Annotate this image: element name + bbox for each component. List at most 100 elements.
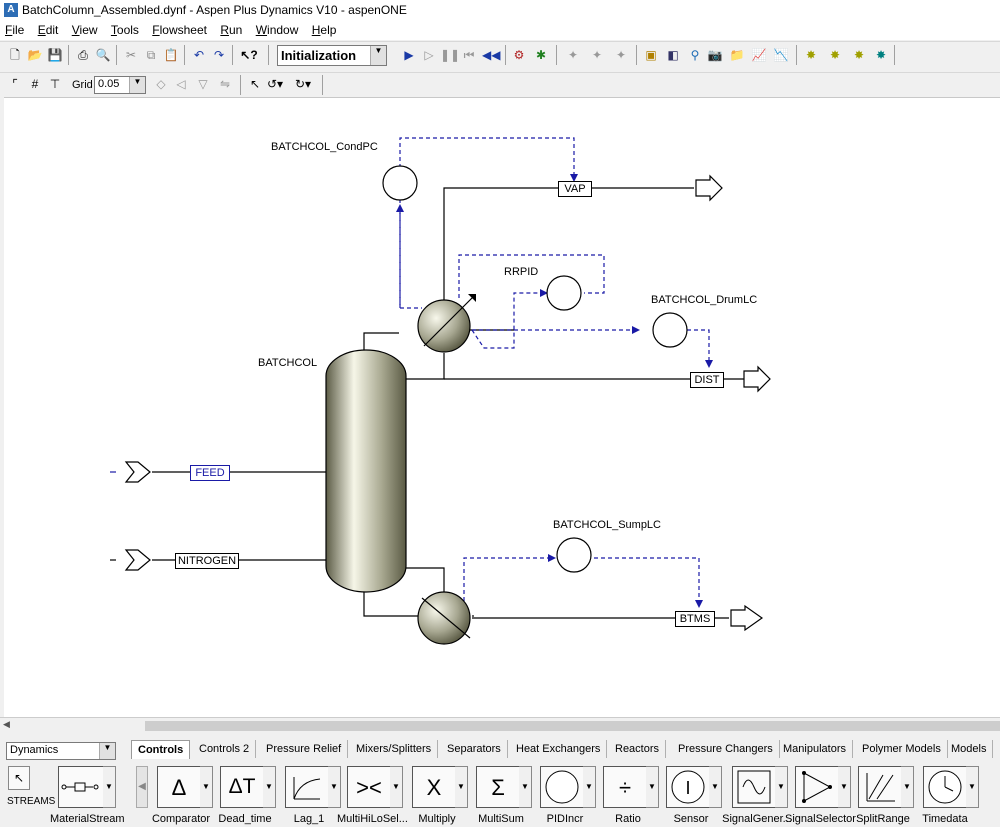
palette-item-pidincr-dropdown[interactable]: ▼ <box>583 766 596 808</box>
mirror-icon[interactable]: ▽ <box>194 75 212 93</box>
grid-icon[interactable]: # <box>26 75 44 93</box>
palette-item-dead-time-dropdown[interactable]: ▼ <box>263 766 276 808</box>
palette-item-timedata-dropdown[interactable]: ▼ <box>966 766 979 808</box>
palette-item-comparator[interactable]: Δ <box>157 766 201 808</box>
redo-icon[interactable]: ↷ <box>210 46 228 64</box>
palette-item-dead-time[interactable]: ΔT <box>220 766 264 808</box>
tab-pressure-relief[interactable]: Pressure Relief <box>260 740 348 758</box>
tab-reactors[interactable]: Reactors <box>609 740 666 758</box>
new-file-icon[interactable]: 🗋 <box>6 46 24 64</box>
streams-pointer-button[interactable]: ↖ <box>8 766 30 790</box>
flip-icon[interactable]: ◇ <box>152 75 170 93</box>
palette-item-ratio-dropdown[interactable]: ▼ <box>646 766 659 808</box>
print-preview-icon[interactable]: 🔍 <box>94 46 112 64</box>
block-label-condpc[interactable]: BATCHCOL_CondPC <box>271 141 378 153</box>
snapshot-icon[interactable]: ✦ <box>564 46 582 64</box>
variable-find-icon[interactable]: ◧ <box>664 46 682 64</box>
flowsheet-canvas[interactable]: VAP DIST FEED NITROGEN BTMS BATCHCOL_Con… <box>4 97 1000 718</box>
star-tool-icon[interactable]: ✸ <box>802 46 820 64</box>
palette-item-multisum-dropdown[interactable]: ▼ <box>519 766 532 808</box>
stream-label-nitrogen[interactable]: NITROGEN <box>175 553 239 569</box>
find-icon[interactable]: ⚲ <box>686 46 704 64</box>
stop-icon[interactable]: ⏮ <box>460 46 478 64</box>
palette-scroll-left-icon[interactable]: ◀ <box>136 766 148 808</box>
menu-run[interactable]: Run <box>215 20 247 37</box>
exchange-icon[interactable]: ⇋ <box>216 75 234 93</box>
menu-file[interactable]: File <box>0 20 29 37</box>
profile-plot-icon[interactable]: 📉 <box>772 46 790 64</box>
snapshot-manage-icon[interactable]: ✦ <box>612 46 630 64</box>
star-tool-4-icon[interactable]: ✸ <box>872 46 890 64</box>
palette-item-ratio[interactable]: ÷ <box>603 766 647 808</box>
block-label-drumlc[interactable]: BATCHCOL_DrumLC <box>651 294 757 306</box>
tab-controls[interactable]: Controls <box>131 740 190 759</box>
material-stream-dropdown[interactable]: ▼ <box>103 766 116 808</box>
palette-item-multiply-dropdown[interactable]: ▼ <box>455 766 468 808</box>
star-tool-3-icon[interactable]: ✸ <box>850 46 868 64</box>
rotate-icon[interactable]: ◁ <box>172 75 190 93</box>
menu-flowsheet[interactable]: Flowsheet <box>147 20 212 37</box>
print-icon[interactable]: ⎙ <box>74 46 92 64</box>
menu-window[interactable]: Window <box>251 20 304 37</box>
align-icon[interactable]: ⌜ <box>6 75 24 93</box>
palette-item-multiply[interactable]: X <box>412 766 456 808</box>
palette-item-signalselector-dropdown[interactable]: ▼ <box>838 766 851 808</box>
menu-edit[interactable]: Edit <box>33 20 64 37</box>
rewind-icon[interactable]: ◀◀ <box>482 46 500 64</box>
palette-item-multihilosel-dropdown[interactable]: ▼ <box>390 766 403 808</box>
scroll-thumb[interactable] <box>145 721 1000 731</box>
camera-icon[interactable]: 📷 <box>706 46 724 64</box>
tab-separators[interactable]: Separators <box>441 740 508 758</box>
rotate-left-icon[interactable]: ↺▾ <box>266 75 284 93</box>
snap-icon[interactable]: ⊤ <box>46 75 64 93</box>
stream-label-feed[interactable]: FEED <box>190 465 230 481</box>
tab-pressure-changers[interactable]: Pressure Changers <box>672 740 780 758</box>
rotate-right-icon[interactable]: ↻▾ <box>294 75 312 93</box>
material-stream-button[interactable] <box>58 766 104 808</box>
undo-icon[interactable]: ↶ <box>190 46 208 64</box>
select-pointer-icon[interactable]: ↖ <box>246 75 264 93</box>
palette-item-signalselector[interactable] <box>795 766 839 808</box>
pause-icon[interactable]: ❚❚ <box>440 46 458 64</box>
block-label-sumplc[interactable]: BATCHCOL_SumpLC <box>553 519 661 531</box>
step-icon[interactable]: ▷ <box>420 46 438 64</box>
stream-label-btms[interactable]: BTMS <box>675 611 715 627</box>
palette-item-lag-1-dropdown[interactable]: ▼ <box>328 766 341 808</box>
tab-models[interactable]: Models <box>945 740 993 758</box>
snapshot-restore-icon[interactable]: ✦ <box>588 46 606 64</box>
block-label-batchcol[interactable]: BATCHCOL <box>258 357 317 369</box>
tab-polymer-models[interactable]: Polymer Models <box>856 740 948 758</box>
copy-icon[interactable]: ⧉ <box>142 46 160 64</box>
scroll-left-icon[interactable]: ◀ <box>3 719 10 730</box>
menu-tools[interactable]: Tools <box>106 20 144 37</box>
paste-icon[interactable]: 📋 <box>162 46 180 64</box>
check-model-icon[interactable]: ⚙ <box>510 46 528 64</box>
palette-item-sensor[interactable]: I <box>666 766 710 808</box>
explorer-icon[interactable]: ▣ <box>642 46 660 64</box>
menu-view[interactable]: View <box>67 20 103 37</box>
palette-item-sensor-dropdown[interactable]: ▼ <box>709 766 722 808</box>
palette-item-splitrange[interactable] <box>858 766 902 808</box>
run-mode-select[interactable]: Initialization ▼ <box>277 45 387 66</box>
tab-heat-exchangers[interactable]: Heat Exchangers <box>510 740 607 758</box>
tab-controls-2[interactable]: Controls 2 <box>193 740 256 758</box>
plot-icon[interactable]: 📈 <box>750 46 768 64</box>
whats-this-help-icon[interactable]: ↖? <box>240 46 258 64</box>
palette-item-splitrange-dropdown[interactable]: ▼ <box>901 766 914 808</box>
run-icon[interactable]: ▶ <box>400 46 418 64</box>
palette-item-multisum[interactable]: Σ <box>476 766 520 808</box>
tab-manipulators[interactable]: Manipulators <box>777 740 853 758</box>
stream-label-vap[interactable]: VAP <box>558 181 592 197</box>
tab-mixers-splitters[interactable]: Mixers/Splitters <box>350 740 438 758</box>
open-folder-icon[interactable]: 📂 <box>26 46 44 64</box>
palette-item-pidincr[interactable] <box>540 766 584 808</box>
palette-item-lag-1[interactable] <box>285 766 329 808</box>
menu-help[interactable]: Help <box>307 20 342 37</box>
block-label-rrpid[interactable]: RRPID <box>504 266 538 278</box>
library-select[interactable]: Dynamics ▼ <box>6 742 116 760</box>
folder-icon[interactable]: 📁 <box>728 46 746 64</box>
save-icon[interactable]: 💾 <box>46 46 64 64</box>
stream-label-dist[interactable]: DIST <box>690 372 724 388</box>
palette-item-comparator-dropdown[interactable]: ▼ <box>200 766 213 808</box>
palette-item-signalgenerator-dropdown[interactable]: ▼ <box>775 766 788 808</box>
